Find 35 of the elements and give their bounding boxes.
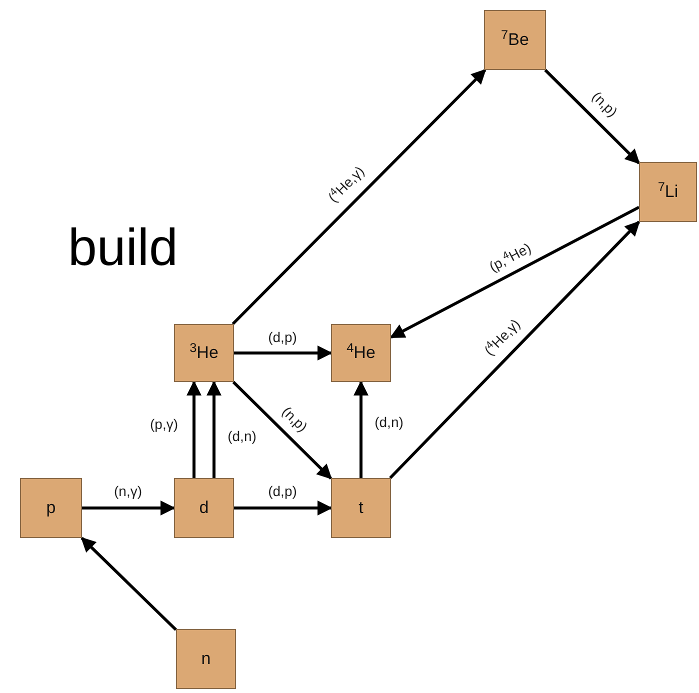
nucleus-label: $^{7}$Be: [501, 27, 529, 52]
arrow: [206, 380, 222, 478]
arrow: [80, 536, 178, 631]
nucleus-label: d: [199, 497, 209, 520]
arrow: [544, 68, 640, 164]
edge-label: (n,γ): [113, 484, 143, 498]
nucleus-box: [176, 629, 236, 689]
nucleus-label: $^{7}$Li: [658, 179, 678, 204]
arrow: [234, 500, 332, 516]
edge-label: (d,n): [374, 415, 404, 429]
arrow: [390, 206, 640, 339]
nucleus-label: t: [358, 497, 364, 520]
arrow: [186, 380, 202, 478]
arrow: [82, 500, 176, 516]
arrow: [234, 346, 332, 360]
nucleus-label: n: [201, 648, 211, 670]
nucleus-box: [639, 162, 697, 222]
nucleus-label: p: [46, 497, 56, 520]
arrow: [232, 380, 332, 480]
nucleus-box: [331, 324, 391, 382]
edge-label: (p,γ): [149, 417, 179, 431]
nucleus-box: [484, 10, 546, 70]
nucleus-box: [174, 478, 234, 538]
edge-label: (d,n): [226, 429, 258, 443]
nucleus-box: [20, 478, 82, 538]
heading-text: build: [68, 222, 178, 274]
edge-label: (d,p): [267, 484, 298, 498]
nucleus-box: [331, 478, 391, 538]
arrow: [232, 68, 486, 326]
nucleus-label: $^{4}$He: [346, 340, 376, 364]
arrow: [389, 220, 640, 480]
arrow: [354, 380, 368, 478]
nucleus-box: [174, 324, 234, 382]
edge-label: (d,p): [267, 330, 298, 344]
nucleus-label: $^{3}$He: [190, 340, 218, 364]
